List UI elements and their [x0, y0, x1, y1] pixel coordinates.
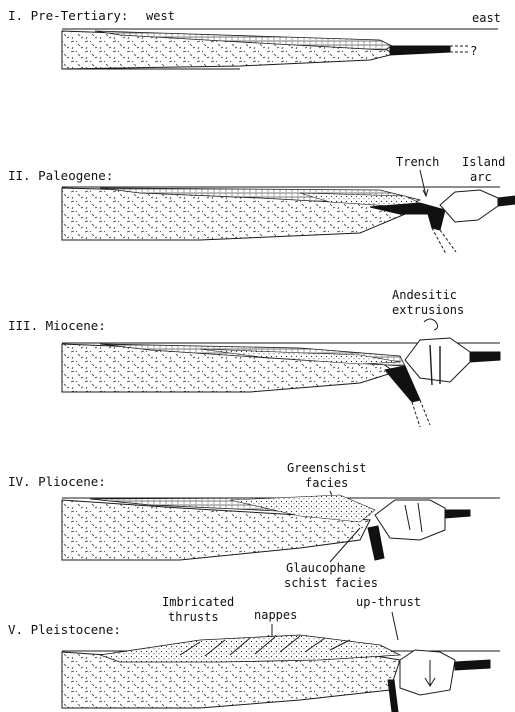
imbricated-label-1: Imbricated — [162, 595, 234, 609]
andesitic-label-2: extrusions — [392, 303, 464, 317]
oceanic-plate-3 — [470, 352, 500, 362]
extrusion-cloud — [424, 319, 438, 330]
trench-label: Trench — [396, 155, 439, 169]
stage-II-panel: II. Paleogene: Trench Island arc — [8, 155, 515, 254]
stage-I-panel: I. Pre-Tertiary: west east ? — [8, 8, 501, 69]
stage-IV-panel: IV. Pliocene: Greenschist facies Glaucop… — [8, 461, 500, 590]
imbricated-layers-5 — [100, 635, 400, 662]
glaucophane-label-2: schist facies — [284, 576, 378, 590]
island-arc-body-3 — [405, 338, 470, 382]
question-mark: ? — [470, 43, 478, 58]
oceanic-plate-5 — [455, 660, 490, 670]
greenschist-label-1: Greenschist — [287, 461, 366, 475]
island-arc-label-1: Island — [462, 155, 505, 169]
imbricated-label-2: thrusts — [168, 610, 219, 624]
west-label: west — [146, 9, 175, 23]
slab-dashed-2 — [432, 228, 456, 254]
stage-III-panel: III. Miocene: Andesitic extrusions — [8, 288, 500, 427]
upthrust-label: up-thrust — [356, 595, 421, 609]
island-arc-label-2: arc — [470, 170, 492, 184]
island-arc-body-2 — [440, 190, 498, 222]
trench-pointer — [420, 170, 426, 196]
east-label: east — [472, 11, 501, 25]
andesitic-label-1: Andesitic — [392, 288, 457, 302]
glaucophane-label-1: Glaucophane — [286, 561, 365, 575]
island-arc-body-4 — [375, 500, 445, 540]
stage-V-panel: V. Pleistocene: Imbricated thrusts nappe… — [8, 595, 500, 712]
oceanic-plate-2 — [498, 196, 515, 206]
upthrust-pointer — [392, 612, 398, 640]
oceanic-slab — [390, 46, 450, 55]
stage-III-label: III. Miocene: — [8, 318, 106, 333]
stage-V-label: V. Pleistocene: — [8, 622, 121, 637]
slab-dashed-3 — [412, 400, 430, 427]
greenschist-label-2: facies — [305, 476, 348, 490]
stage-I-label: I. Pre-Tertiary: — [8, 8, 128, 23]
subducting-slab-5 — [388, 680, 398, 712]
stage-IV-label: IV. Pliocene: — [8, 474, 106, 489]
subducting-slab-4 — [368, 526, 384, 560]
nappes-label: nappes — [254, 608, 297, 622]
oceanic-plate-4 — [445, 510, 470, 518]
island-arc-body-5 — [400, 650, 455, 695]
stage-II-label: II. Paleogene: — [8, 168, 113, 183]
slab-dashed — [450, 46, 470, 52]
